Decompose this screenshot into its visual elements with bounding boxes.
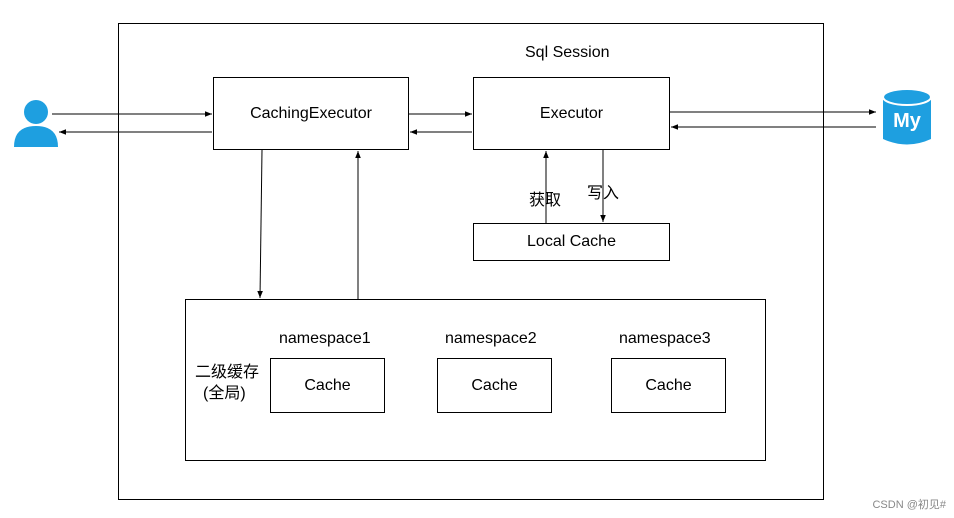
- database-icon: My: [882, 88, 932, 148]
- executor-label: Executor: [539, 104, 604, 122]
- second-level-cache-label: 二级缓存: [195, 364, 260, 381]
- namespace-cache-box: Cache: [270, 358, 385, 413]
- local-cache-label: Local Cache: [527, 233, 616, 250]
- second-level-cache-scope: (全局): [203, 385, 246, 402]
- namespace-label: namespace2: [445, 330, 537, 347]
- watermark: CSDN @初见#: [872, 499, 946, 511]
- caching-executor-label: CachingExecutor: [250, 104, 372, 122]
- caching-to-l2-arrow: [257, 149, 263, 299]
- local-cache-box: Local Cache: [473, 223, 670, 261]
- namespace-cache-box: Cache: [611, 358, 726, 413]
- namespace-label: namespace1: [279, 330, 371, 347]
- cache-label: Cache: [304, 376, 351, 394]
- cache-label: Cache: [645, 376, 692, 394]
- cache-label: Cache: [471, 376, 518, 394]
- namespace-label: namespace3: [619, 330, 711, 347]
- executor-box: Executor: [473, 77, 670, 150]
- sql-session-label: Sql Session: [525, 44, 610, 61]
- caching-executor-box: CachingExecutor: [213, 77, 409, 150]
- get-label: 获取: [529, 192, 562, 209]
- user-icon: [14, 100, 58, 147]
- namespace-cache-box: Cache: [437, 358, 552, 413]
- database-icon-text: My: [893, 110, 921, 132]
